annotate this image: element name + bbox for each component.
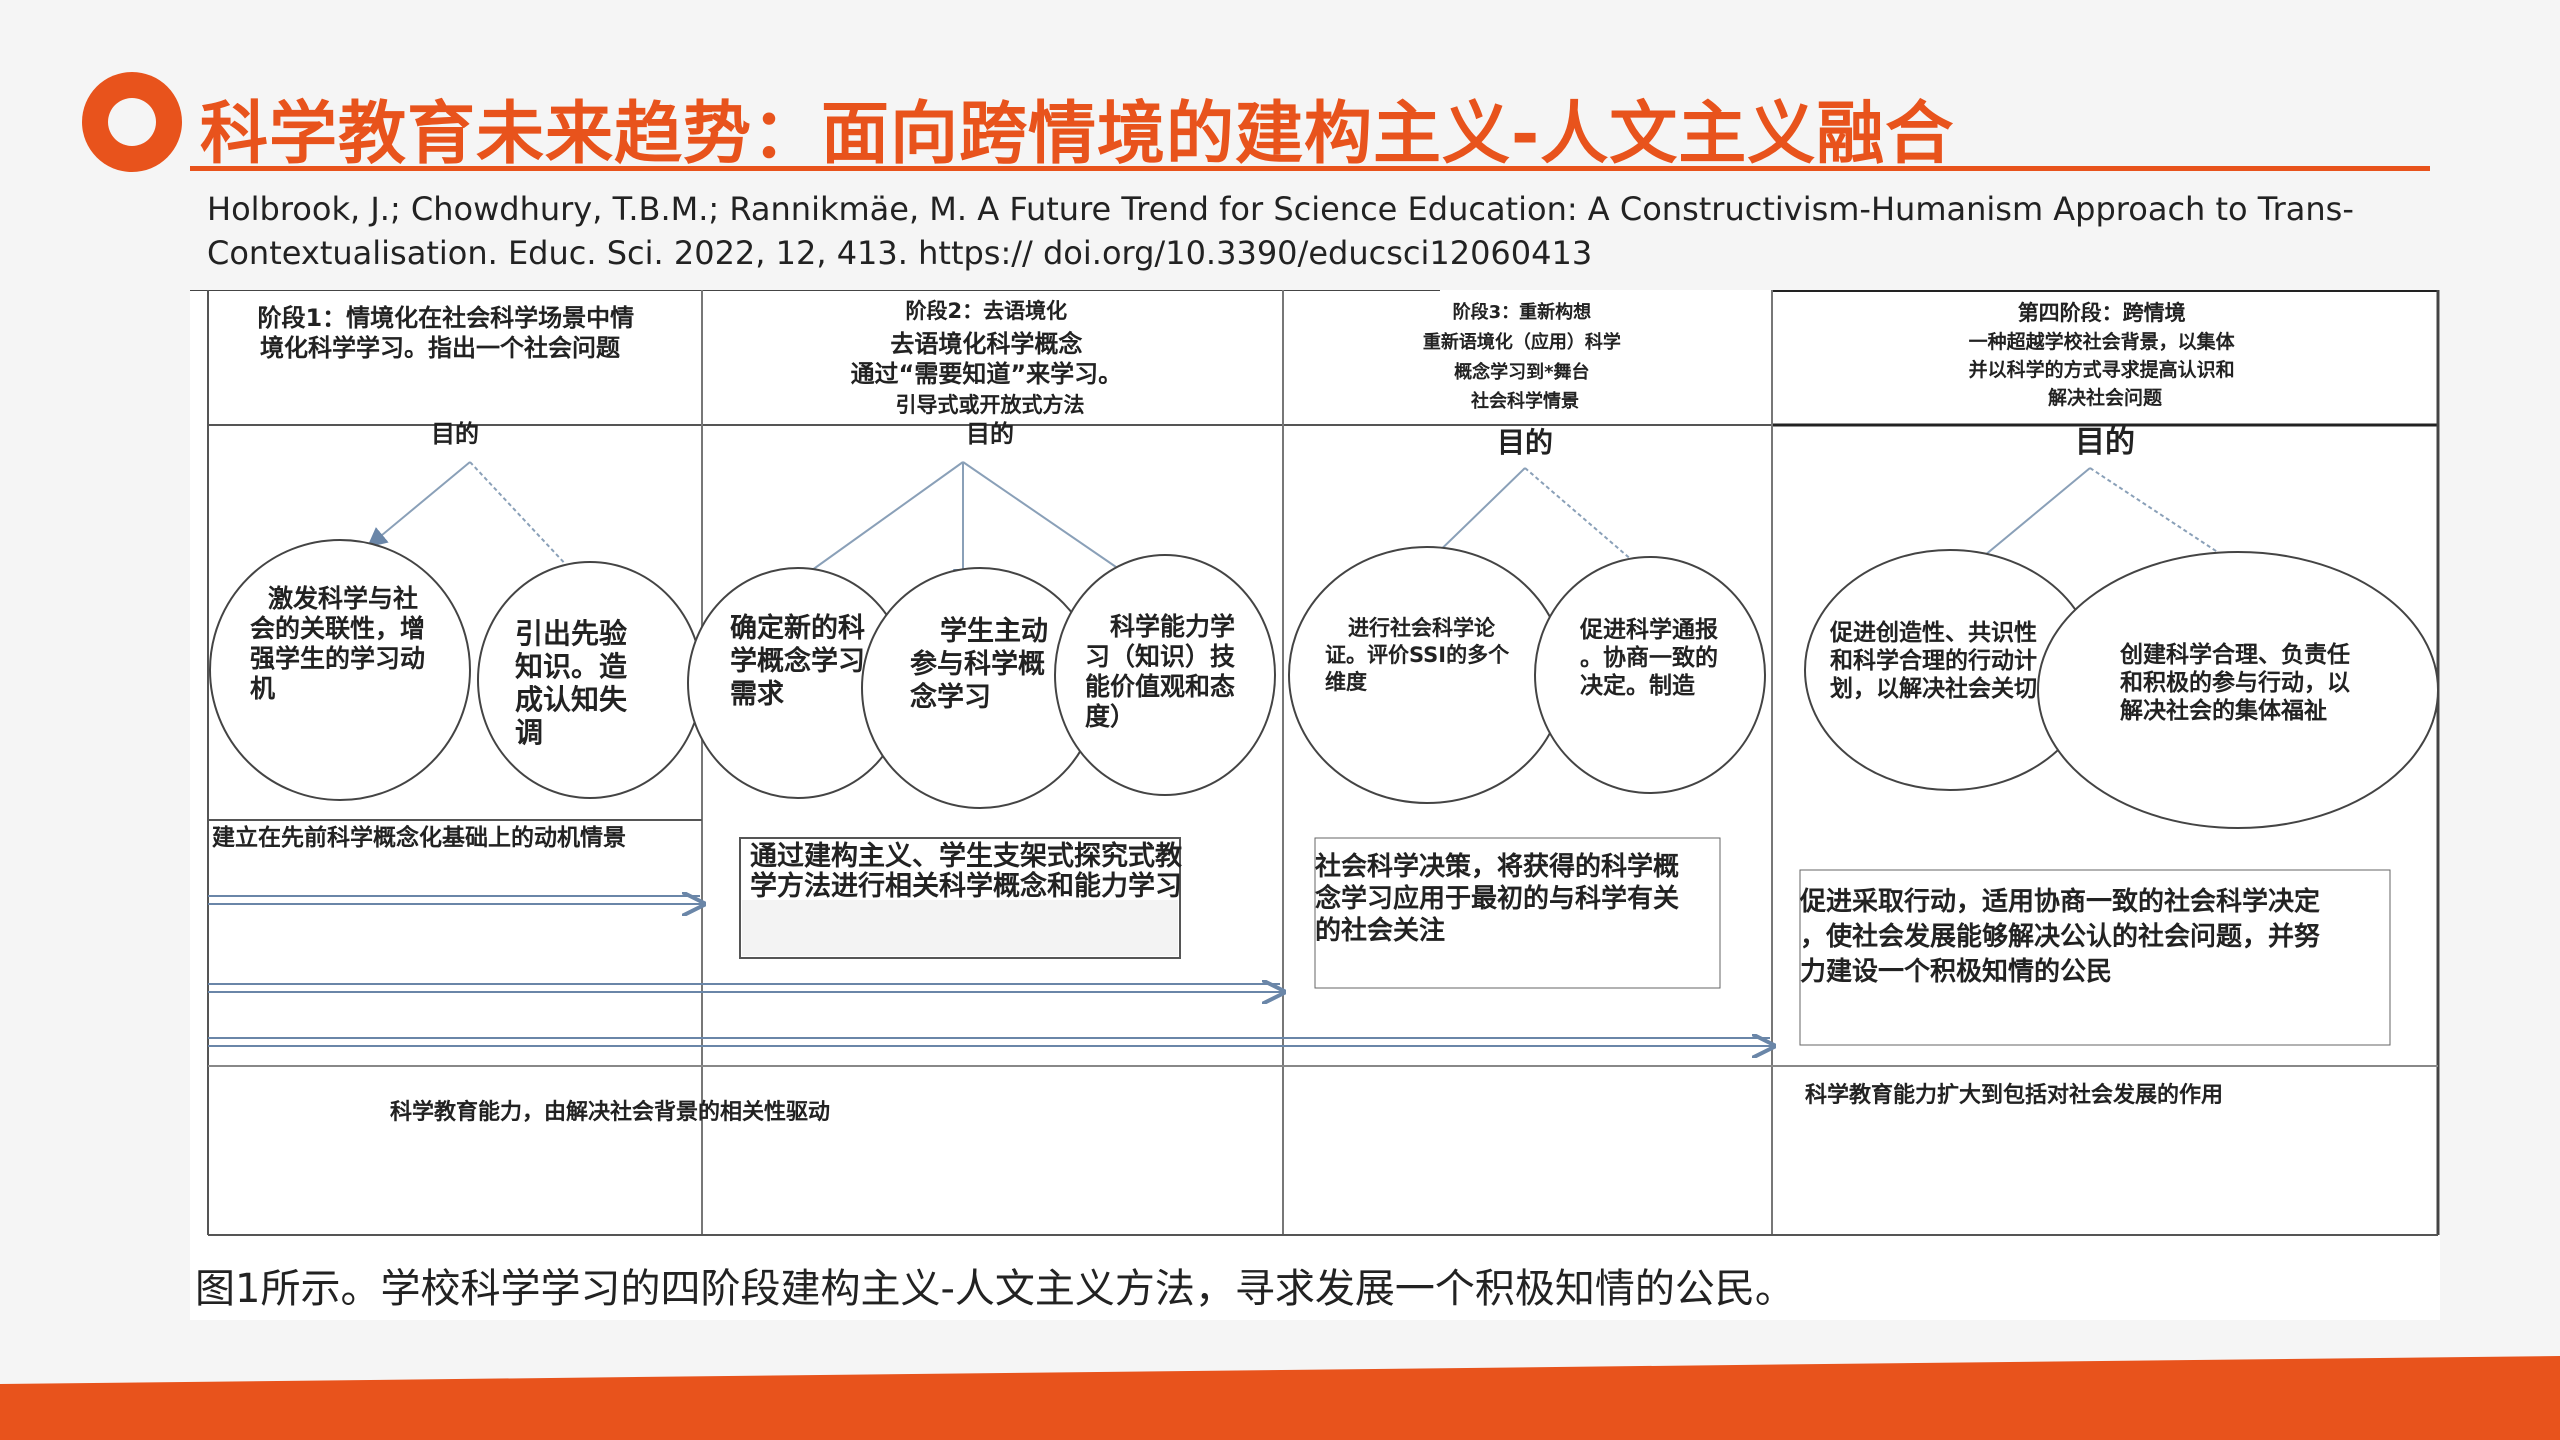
circle-text-line: 决定。制造 xyxy=(1580,672,1696,699)
figure-caption: 图1所示。学校科学学习的四阶段建构主义-人文主义方法，寻求发展一个积极知情的公民… xyxy=(195,1266,1795,1312)
stage2-header: 阶段2：去语境化 去语境化科学概念 通过“需要知道”来学习。 引导式或开放式方法 xyxy=(851,299,1130,417)
stage3-purpose-label: 目的 xyxy=(1497,426,1553,459)
citation-line-1: Holbrook, J.; Chowdhury, T.B.M.; Rannikm… xyxy=(207,190,2354,228)
circle-text: 创建科学合理、负责任 和积极的参与行动，以 解决社会的集体福祉 xyxy=(2119,641,2358,724)
circle-text: 促进创造性、共识性 和科学合理的行动计 划，以解决社会关切 xyxy=(1829,619,2045,702)
stage1-header-line: 境化科学学习。指出一个社会问题 xyxy=(260,334,620,362)
outcome-line: 建立在先前科学概念化基础上的动机情景 xyxy=(212,824,626,851)
outcome-stage3: 社会科学决策，将获得的科学概 念学习应用于最初的与科学有关 的社会关注 xyxy=(1315,851,1688,946)
arrow xyxy=(366,461,471,548)
arrow xyxy=(962,461,1139,583)
stage3-header-line: 阶段3：重新构想 xyxy=(1453,301,1592,323)
circle-text-line: 和积极的参与行动，以 xyxy=(2120,669,2350,696)
outcome-stage2: 通过建构主义、学生支架式探究式教 学方法进行相关科学概念和能力学习 xyxy=(750,840,1191,902)
ability-left-label: 科学教育能力，由解决社会背景的相关性驱动 xyxy=(390,1099,830,1125)
circle-text-line: 知识。造 xyxy=(515,650,627,683)
stage3-header-line: 重新语境化（应用）科学 xyxy=(1423,331,1621,353)
stage3-header-line: 概念学习到*舞台 xyxy=(1454,361,1589,383)
outcome-stage3-box xyxy=(1314,837,1721,989)
circle-text-line: 度） xyxy=(1085,702,1135,731)
circle-text-line: 成认知失 xyxy=(515,683,628,716)
circle-text-line: 学概念学习 xyxy=(730,645,865,677)
stage1-header-line: 阶段1：情境化在社会科学场景中情 xyxy=(257,304,634,332)
outcome-line: 力建设一个积极知情的公民 xyxy=(1800,956,2112,987)
circle-text-line: 引出先验 xyxy=(515,617,627,650)
circle-text-line: 创建科学合理、负责任 xyxy=(2119,641,2350,668)
circle-text: 确定新的科 学概念学习 需求 xyxy=(730,612,874,710)
circle-text-line: 学生主动 xyxy=(940,615,1048,647)
stage4-header-line: 并以科学的方式寻求提高认识和 xyxy=(1969,358,2235,381)
outcome-line: 社会科学决策，将获得的科学概 xyxy=(1315,851,1679,882)
circle-text-line: 解决社会的集体福祉 xyxy=(2120,697,2327,724)
circle-text-line: 进行社会科学论 xyxy=(1348,616,1496,640)
outcome-line: 促进采取行动，适用协商一致的社会科学决定 xyxy=(1799,886,2320,917)
circle-text: 学生主动 参与科学概 念学习 xyxy=(910,615,1057,713)
stage4-header-line: 一种超越学校社会背景，以集体 xyxy=(1969,330,2236,353)
outcome-line: 学方法进行相关科学概念和能力学习 xyxy=(750,870,1182,902)
stage4-purpose-circle xyxy=(2037,551,2439,829)
stage4-purpose-label: 目的 xyxy=(2075,425,2135,460)
circle-text: 科学能力学 习（知识）技 能价值观和态 度） xyxy=(1085,612,1244,731)
circle-text: 引出先验 知识。造 成认知失 调 xyxy=(515,617,637,749)
circle-text-line: 参与科学概 xyxy=(910,648,1045,680)
outcome-line: 念学习应用于最初的与科学有关 xyxy=(1315,883,1679,914)
stage1-purpose-label: 目的 xyxy=(431,420,479,448)
stage2-purpose-label: 目的 xyxy=(966,420,1014,448)
circle-text-line: 机 xyxy=(250,674,275,703)
bottom-decor-band xyxy=(0,1356,2560,1440)
circle-text-line: 能价值观和态 xyxy=(1085,672,1235,701)
circle-text-line: 调 xyxy=(515,716,543,749)
ability-right-label: 科学教育能力扩大到包括对社会发展的作用 xyxy=(1805,1082,2223,1108)
circle-text-line: 。协商一致的 xyxy=(1580,644,1718,671)
outcome-line: 的社会关注 xyxy=(1315,915,1445,946)
stage2-purpose-circle xyxy=(1054,554,1276,796)
circle-text-line: 科学能力学 xyxy=(1110,612,1235,641)
slide-title: 科学教育未来趋势：面向跨情境的建构主义-人文主义融合 xyxy=(200,95,1955,174)
circle-text-line: 念学习 xyxy=(910,681,991,713)
circle-text-line: 会的关联性，增 xyxy=(250,614,425,643)
circle-text: 进行社会科学论 证。评价SSI的多个 维度 xyxy=(1325,616,1516,694)
title-circle-icon xyxy=(82,72,182,172)
stage2-header-line: 去语境化科学概念 xyxy=(890,330,1082,358)
circle-text-line: 划，以解决社会关切 xyxy=(1830,675,2037,702)
circle-text-line: 习（知识）技 xyxy=(1085,642,1235,671)
circle-text: 促进科学通报 。协商一致的 决定。制造 xyxy=(1579,616,1726,699)
stage3-header-line: 社会科学情景 xyxy=(1471,390,1579,412)
outcome-stage1: 建立在先前科学概念化基础上的动机情景 xyxy=(212,824,626,851)
stage3-header: 阶段3：重新构想 重新语境化（应用）科学 概念学习到*舞台 社会科学情景 xyxy=(1423,301,1627,412)
outcome-stage4: 促进采取行动，适用协商一致的社会科学决定 ，使社会发展能够解决公认的社会问题，并… xyxy=(1799,886,2329,987)
stage4-header-line: 解决社会问题 xyxy=(2048,386,2162,409)
outcome-stage4-box xyxy=(1799,869,2391,1046)
stage4-header-line: 第四阶段：跨情境 xyxy=(2018,301,2186,325)
figure-panel: 阶段1：情境化在社会科学场景中情 境化科学学习。指出一个社会问题 阶段2：去语境… xyxy=(190,288,2440,1320)
circle-text-line: 证。评价SSI的多个 xyxy=(1325,643,1510,667)
circle-text-line: 和科学合理的行动计 xyxy=(1830,647,2037,674)
outcome-line: 通过建构主义、学生支架式探究式教 xyxy=(750,840,1182,872)
circle-text-line: 强学生的学习动 xyxy=(250,644,425,673)
outcome-line: ，使社会发展能够解决公认的社会问题，并努 xyxy=(1800,921,2320,952)
circle-text-line: 促进科学通报 xyxy=(1579,616,1718,643)
circle-text-line: 维度 xyxy=(1325,670,1367,694)
circle-text: 激发科学与社 会的关联性，增 强学生的学习动 机 xyxy=(250,584,434,703)
citation-line-2: Contextualisation. Educ. Sci. 2022, 12, … xyxy=(207,234,1593,272)
stage2-header-line: 阶段2：去语境化 xyxy=(906,299,1068,323)
circle-text-line: 促进创造性、共识性 xyxy=(1829,619,2037,646)
stages-diagram: 阶段1：情境化在社会科学场景中情 境化科学学习。指出一个社会问题 阶段2：去语境… xyxy=(190,288,2440,1312)
circle-text-line: 激发科学与社 xyxy=(268,584,418,613)
title-underline xyxy=(190,166,2430,171)
circle-text-line: 确定新的科 xyxy=(730,612,865,644)
stage1-header: 阶段1：情境化在社会科学场景中情 境化科学学习。指出一个社会问题 xyxy=(257,304,642,362)
outcome-stage2-blur xyxy=(742,900,1178,956)
circle-text-line: 需求 xyxy=(730,679,784,710)
stage2-header-line: 引导式或开放式方法 xyxy=(896,393,1085,417)
stage3-purpose-circle xyxy=(1534,556,1766,794)
arrow xyxy=(783,461,964,591)
stage2-header-line: 通过“需要知道”来学习。 xyxy=(851,360,1123,388)
stage4-header: 第四阶段：跨情境 一种超越学校社会背景，以集体 并以科学的方式寻求提高认识和 解… xyxy=(1969,301,2242,409)
stage1-purpose-circle xyxy=(209,539,471,801)
